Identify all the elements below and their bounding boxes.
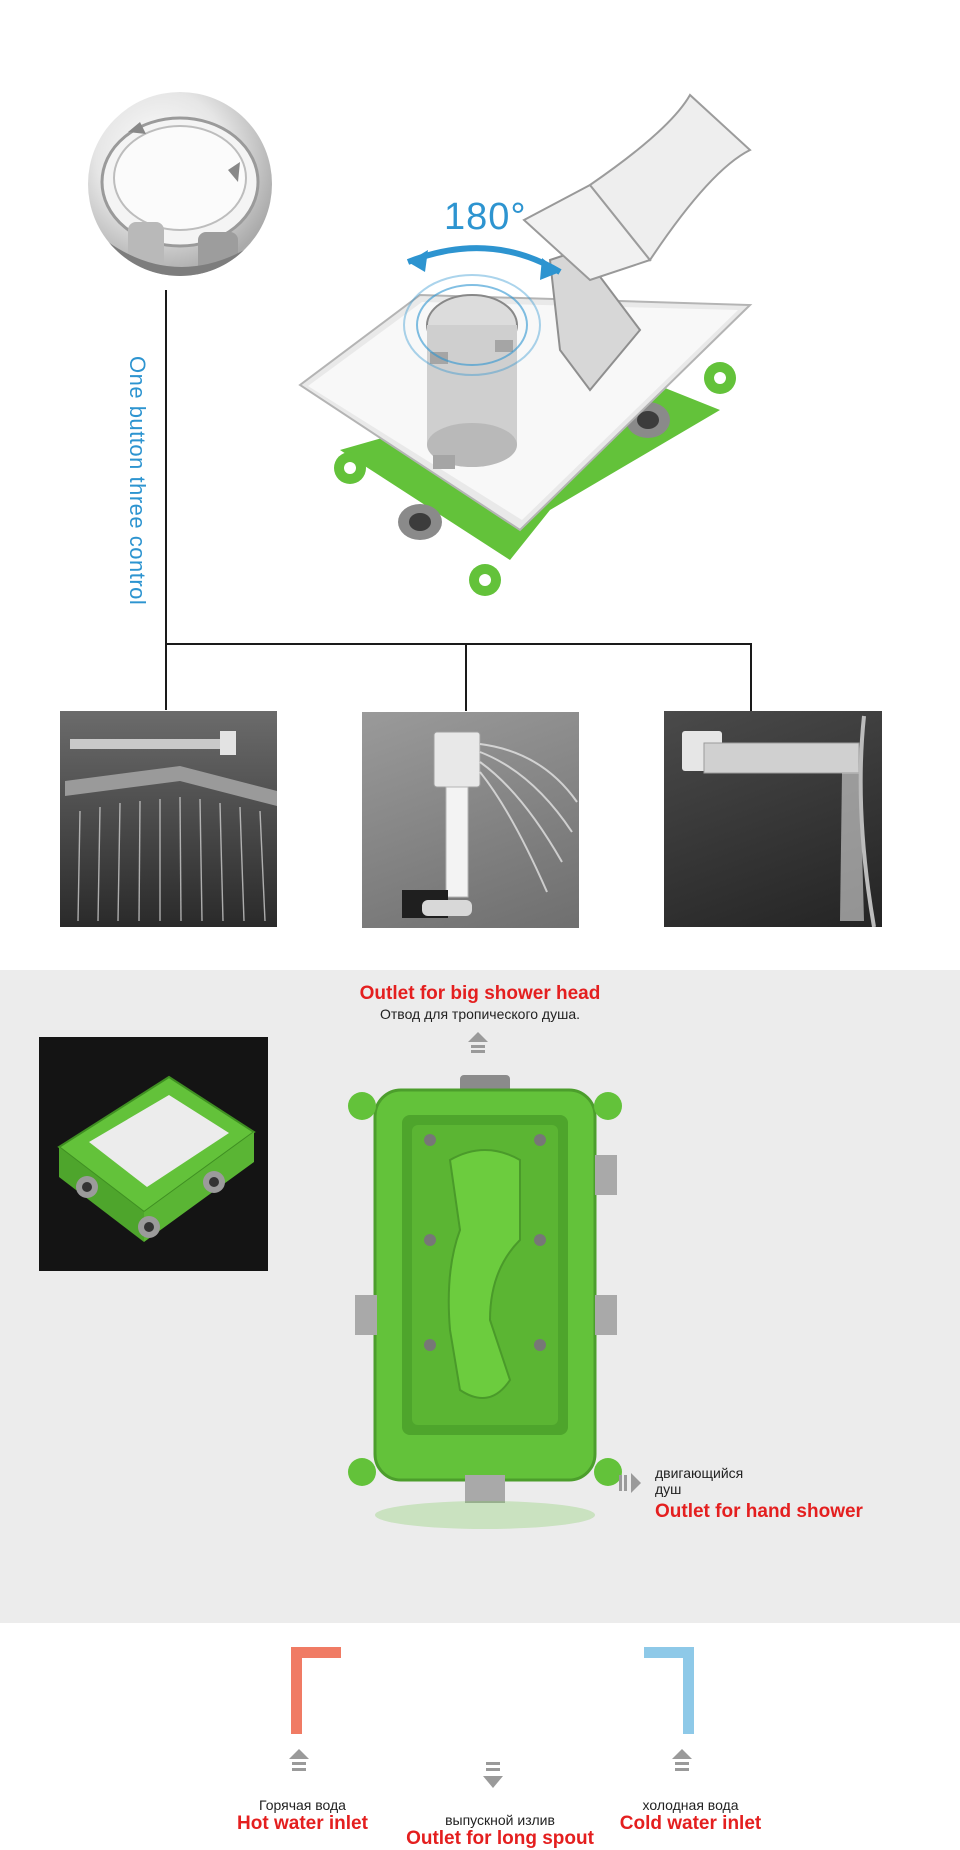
connector-line-middle (465, 643, 467, 711)
connector-line-right (750, 643, 752, 711)
product-top-section: One button three control 180° (60, 92, 882, 928)
hot-inlet-label: Горячая вода Hot water inlet (220, 1797, 385, 1835)
hot-up-arrow-icon (289, 1749, 309, 1771)
vertical-caption-text: One button three control (125, 356, 150, 606)
cold-inlet-en: Cold water inlet (619, 1813, 762, 1834)
green-mounting-box (348, 1075, 622, 1529)
right-arrow-icon (619, 1473, 641, 1493)
top-outlet-label: Outlet for big shower head Отвод для тро… (300, 983, 660, 1022)
shower-mixer-product-image (298, 93, 753, 596)
knob-closeup-illustration (88, 116, 272, 276)
connector-line-vertical (165, 290, 167, 710)
top-outlet-en: Outlet for big shower head (359, 983, 601, 1004)
hand-shower-photo (362, 712, 579, 928)
spout-outlet-ru: выпускной излив (445, 1812, 555, 1828)
hot-inlet-marker (291, 1647, 341, 1734)
up-arrow-icon (468, 1032, 488, 1053)
down-arrow-icon (483, 1762, 503, 1788)
right-outlet-en: Outlet for hand shower (655, 1501, 863, 1522)
rain-shower-head-photo (60, 711, 277, 927)
spout-outlet-en: Outlet for long spout (406, 1828, 594, 1849)
cold-up-arrow-icon (672, 1749, 692, 1771)
cold-inlet-marker (644, 1647, 694, 1734)
right-outlet-label: двигающийся душ Outlet for hand shower (655, 1465, 863, 1523)
right-outlet-ru-line1: двигающийся (655, 1465, 744, 1481)
connector-line-horizontal (165, 643, 752, 645)
right-outlet-ru-line2: душ (655, 1481, 682, 1497)
cold-inlet-label: холодная вода Cold water inlet (603, 1797, 778, 1835)
top-outlet-ru: Отвод для тропического душа. (379, 1006, 580, 1022)
spout-outlet-label: выпускной излив Outlet for long spout (395, 1812, 605, 1850)
installation-box-section: Outlet for big shower head Отвод для тро… (0, 970, 960, 1849)
concealed-box-photo (39, 1037, 268, 1271)
long-spout-photo (664, 711, 882, 927)
hot-inlet-en: Hot water inlet (237, 1813, 368, 1834)
hot-inlet-ru: Горячая вода (259, 1797, 346, 1813)
control-knob-closeup-photo (88, 92, 272, 276)
cold-inlet-ru: холодная вода (642, 1797, 739, 1813)
vertical-caption: One button three control (125, 356, 152, 626)
rotation-angle-label: 180° (444, 196, 527, 238)
